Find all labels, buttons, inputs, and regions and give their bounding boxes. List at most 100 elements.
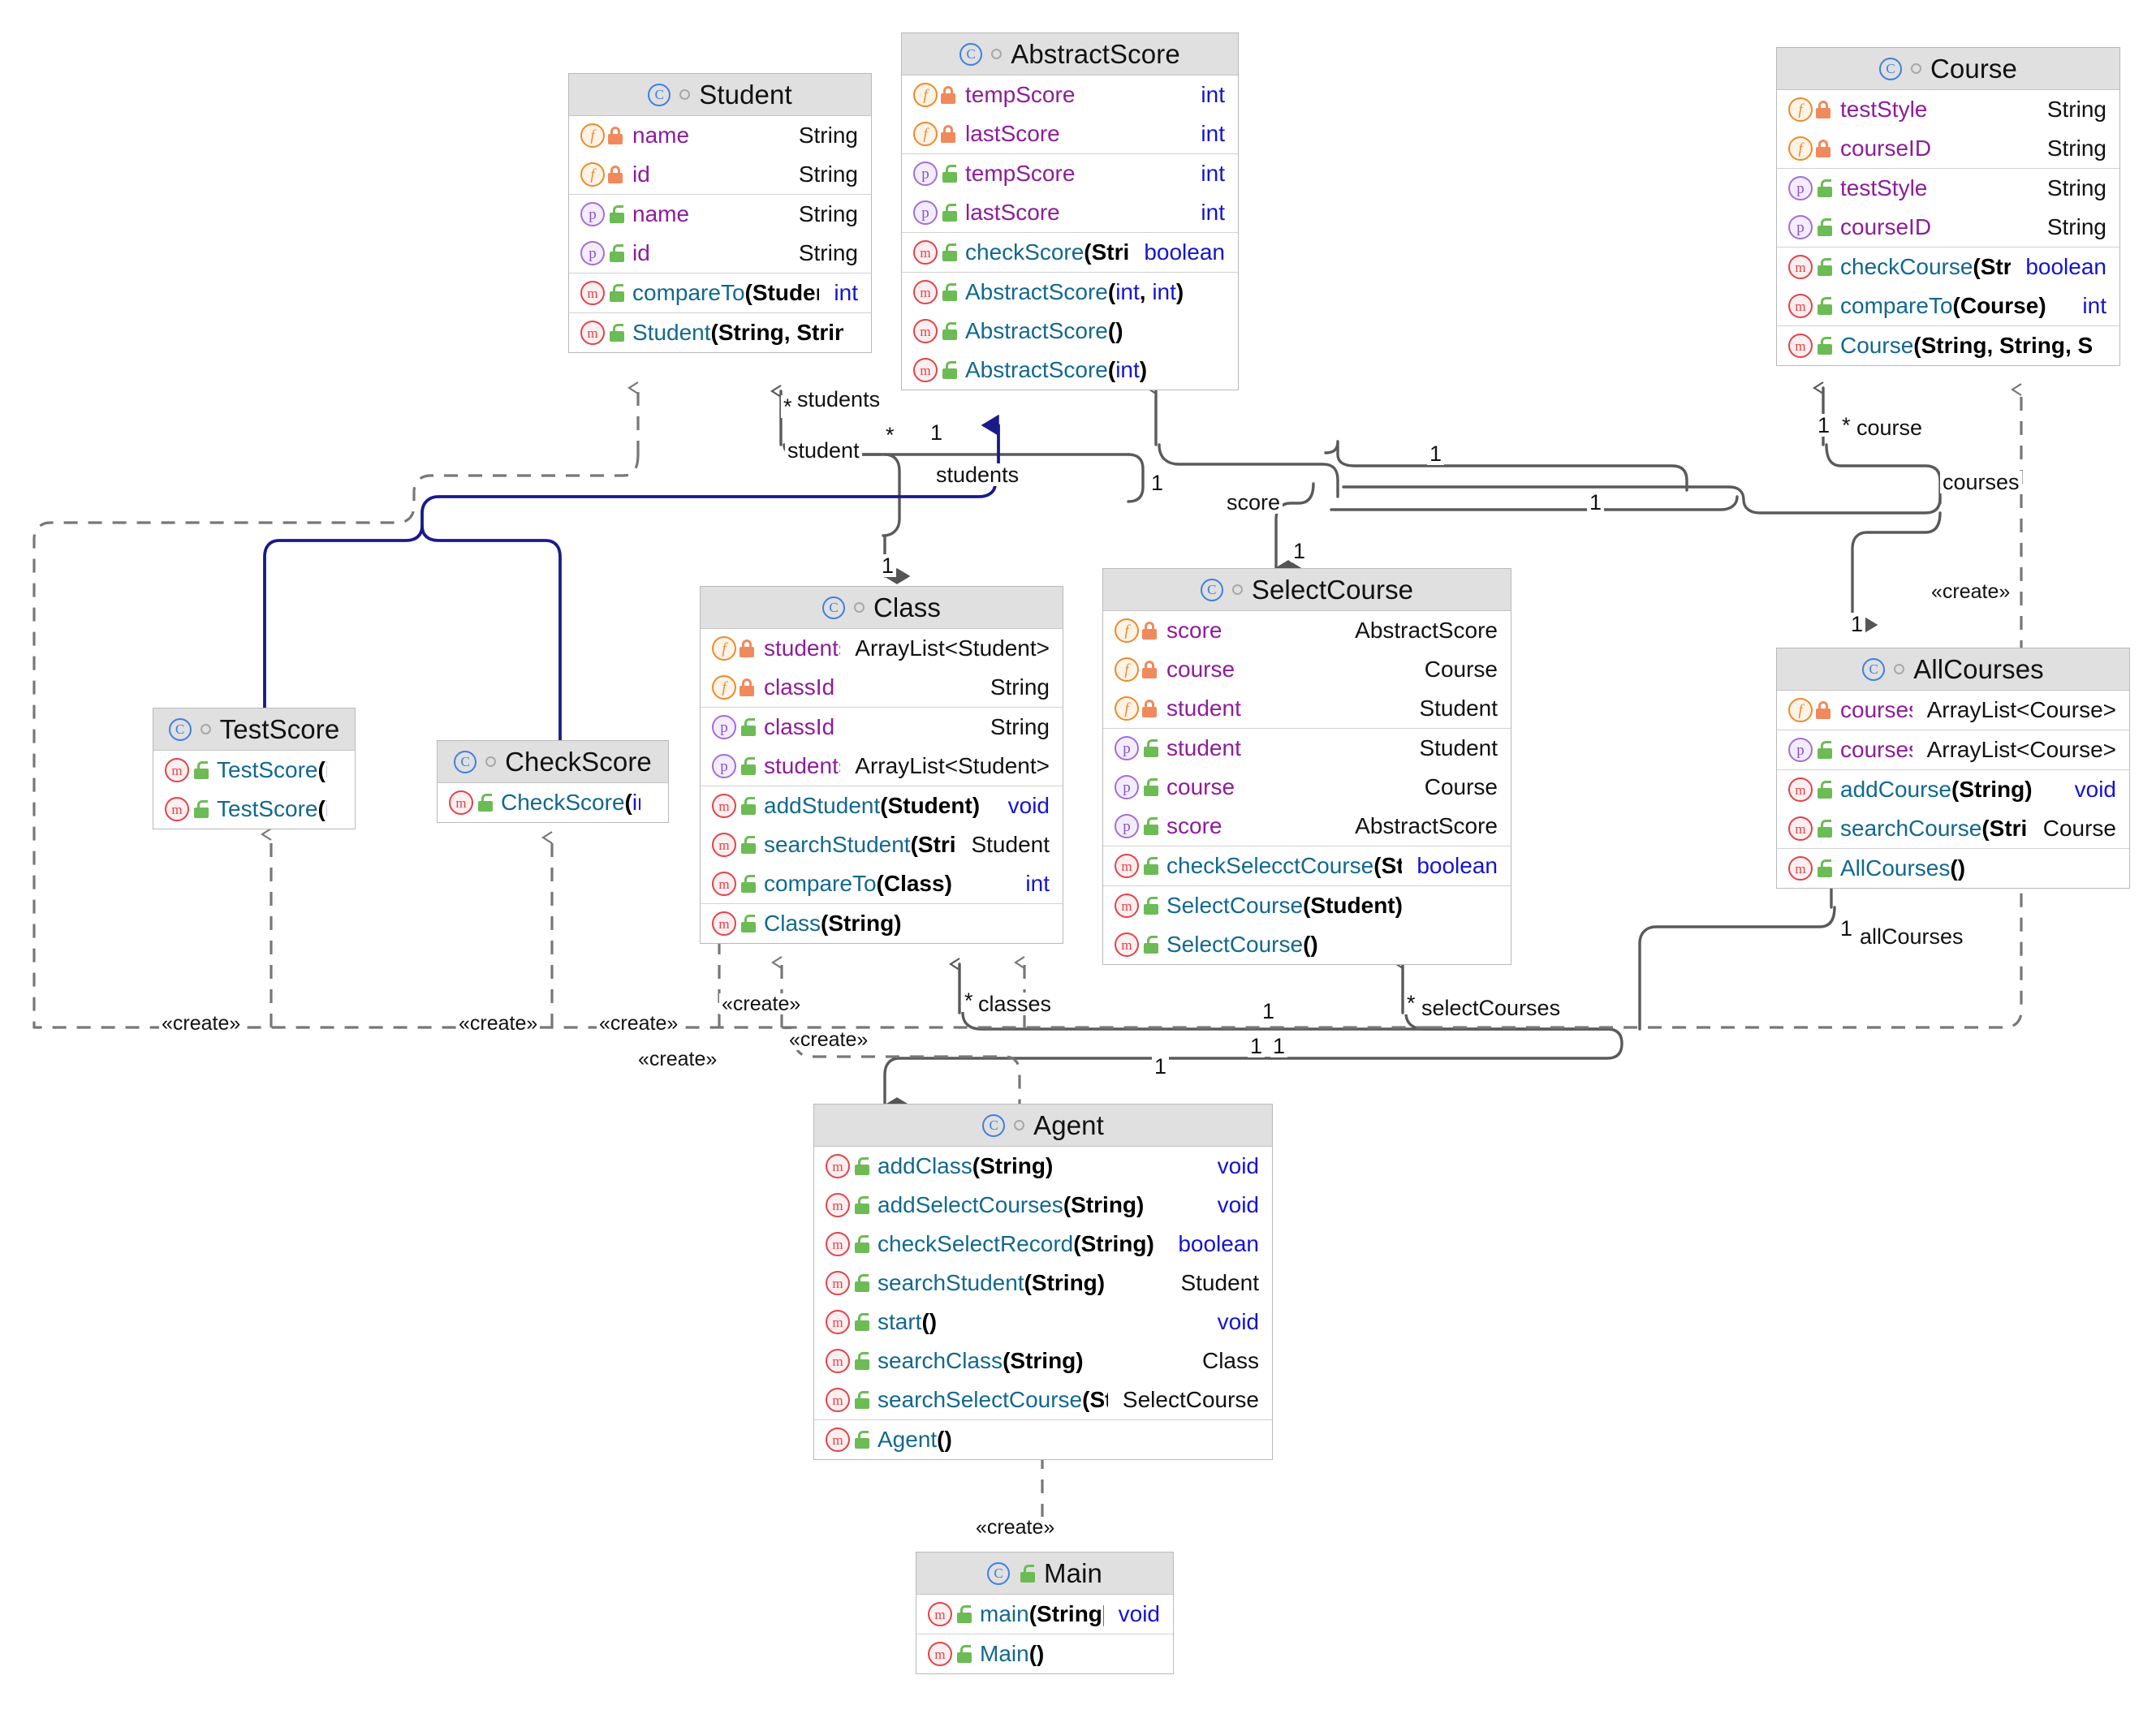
class-box-class[interactable]: C Class fstudentsArrayList<Student>fclas… (700, 586, 1063, 944)
class-box-testscore[interactable]: C TestScore mTestScore(int)mTestScore(in… (153, 708, 356, 829)
member-visibility (955, 1645, 980, 1663)
member-row[interactable]: fstudentsArrayList<Student> (701, 629, 1063, 668)
member-name: main(String[]) (980, 1601, 1104, 1626)
member-visibility (853, 1274, 877, 1292)
field-icon: f (913, 83, 938, 107)
member-kind: m (913, 358, 941, 382)
package-dot-icon (1014, 1120, 1025, 1130)
member-name: courses (1840, 737, 1912, 762)
member-kind: m (712, 872, 740, 896)
edge-label: 1 (1291, 540, 1309, 562)
member-visibility (1142, 857, 1166, 875)
lock-open-icon (1816, 297, 1832, 315)
member-name: student (1166, 696, 1241, 721)
member-kind: f (1115, 618, 1142, 643)
member-name: AbstractScore(int, int) (965, 279, 1184, 304)
member-name: Agent() (877, 1427, 952, 1452)
member-kind: m (826, 1388, 853, 1412)
edge-label: student (785, 439, 862, 462)
lock-open-icon (740, 797, 756, 815)
member-kind: m (1115, 854, 1142, 878)
member-name: searchSelectCourse(String) (877, 1387, 1108, 1412)
lock-open-icon (192, 761, 209, 779)
member-visibility (1816, 859, 1840, 877)
property-icon: p (712, 754, 736, 778)
member-type: Student (971, 832, 1050, 857)
lock-open-icon (1816, 218, 1832, 236)
class-header: C CheckScore (438, 741, 668, 783)
class-icon: C (982, 1113, 1006, 1137)
member-visibility (941, 86, 965, 104)
member-row[interactable]: pstudentsArrayList<Student> (701, 747, 1063, 786)
lock-closed-icon (740, 678, 754, 696)
member-kind: p (913, 161, 941, 186)
member-name: students (764, 635, 840, 661)
